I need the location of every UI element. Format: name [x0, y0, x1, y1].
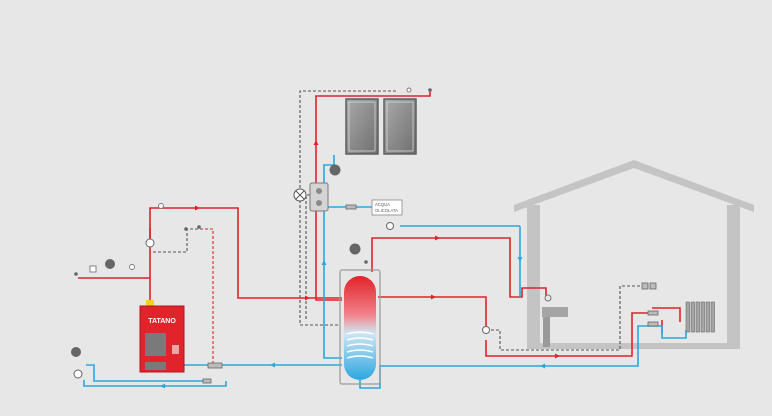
flow-arrows — [195, 140, 560, 359]
air-vent-icon — [74, 88, 432, 276]
expansion-vessel-icon — [71, 164, 361, 357]
thermometer-icon — [89, 87, 412, 273]
house-outline — [514, 160, 754, 349]
mixing-valve-icon — [293, 188, 307, 202]
valve-icon — [202, 204, 659, 384]
flow-arrows-cold — [160, 257, 545, 389]
solar-collector-panels — [345, 98, 417, 155]
control-wiring — [149, 90, 642, 365]
solar-pump-station — [309, 182, 329, 212]
pellet-boiler: TATANO — [139, 300, 185, 373]
pump-icon — [73, 222, 490, 379]
hot-water-storage-tank — [339, 269, 381, 385]
radiator-icon — [685, 301, 715, 333]
glycol-label-line1: ACQUA — [375, 202, 390, 207]
boiler-brand-label: TATANO — [148, 318, 176, 325]
glycol-label-tag: ACQUA GLICOLATA — [371, 199, 403, 216]
glycol-label-line2: GLICOLATA — [375, 208, 398, 213]
tap-icon — [542, 294, 568, 347]
